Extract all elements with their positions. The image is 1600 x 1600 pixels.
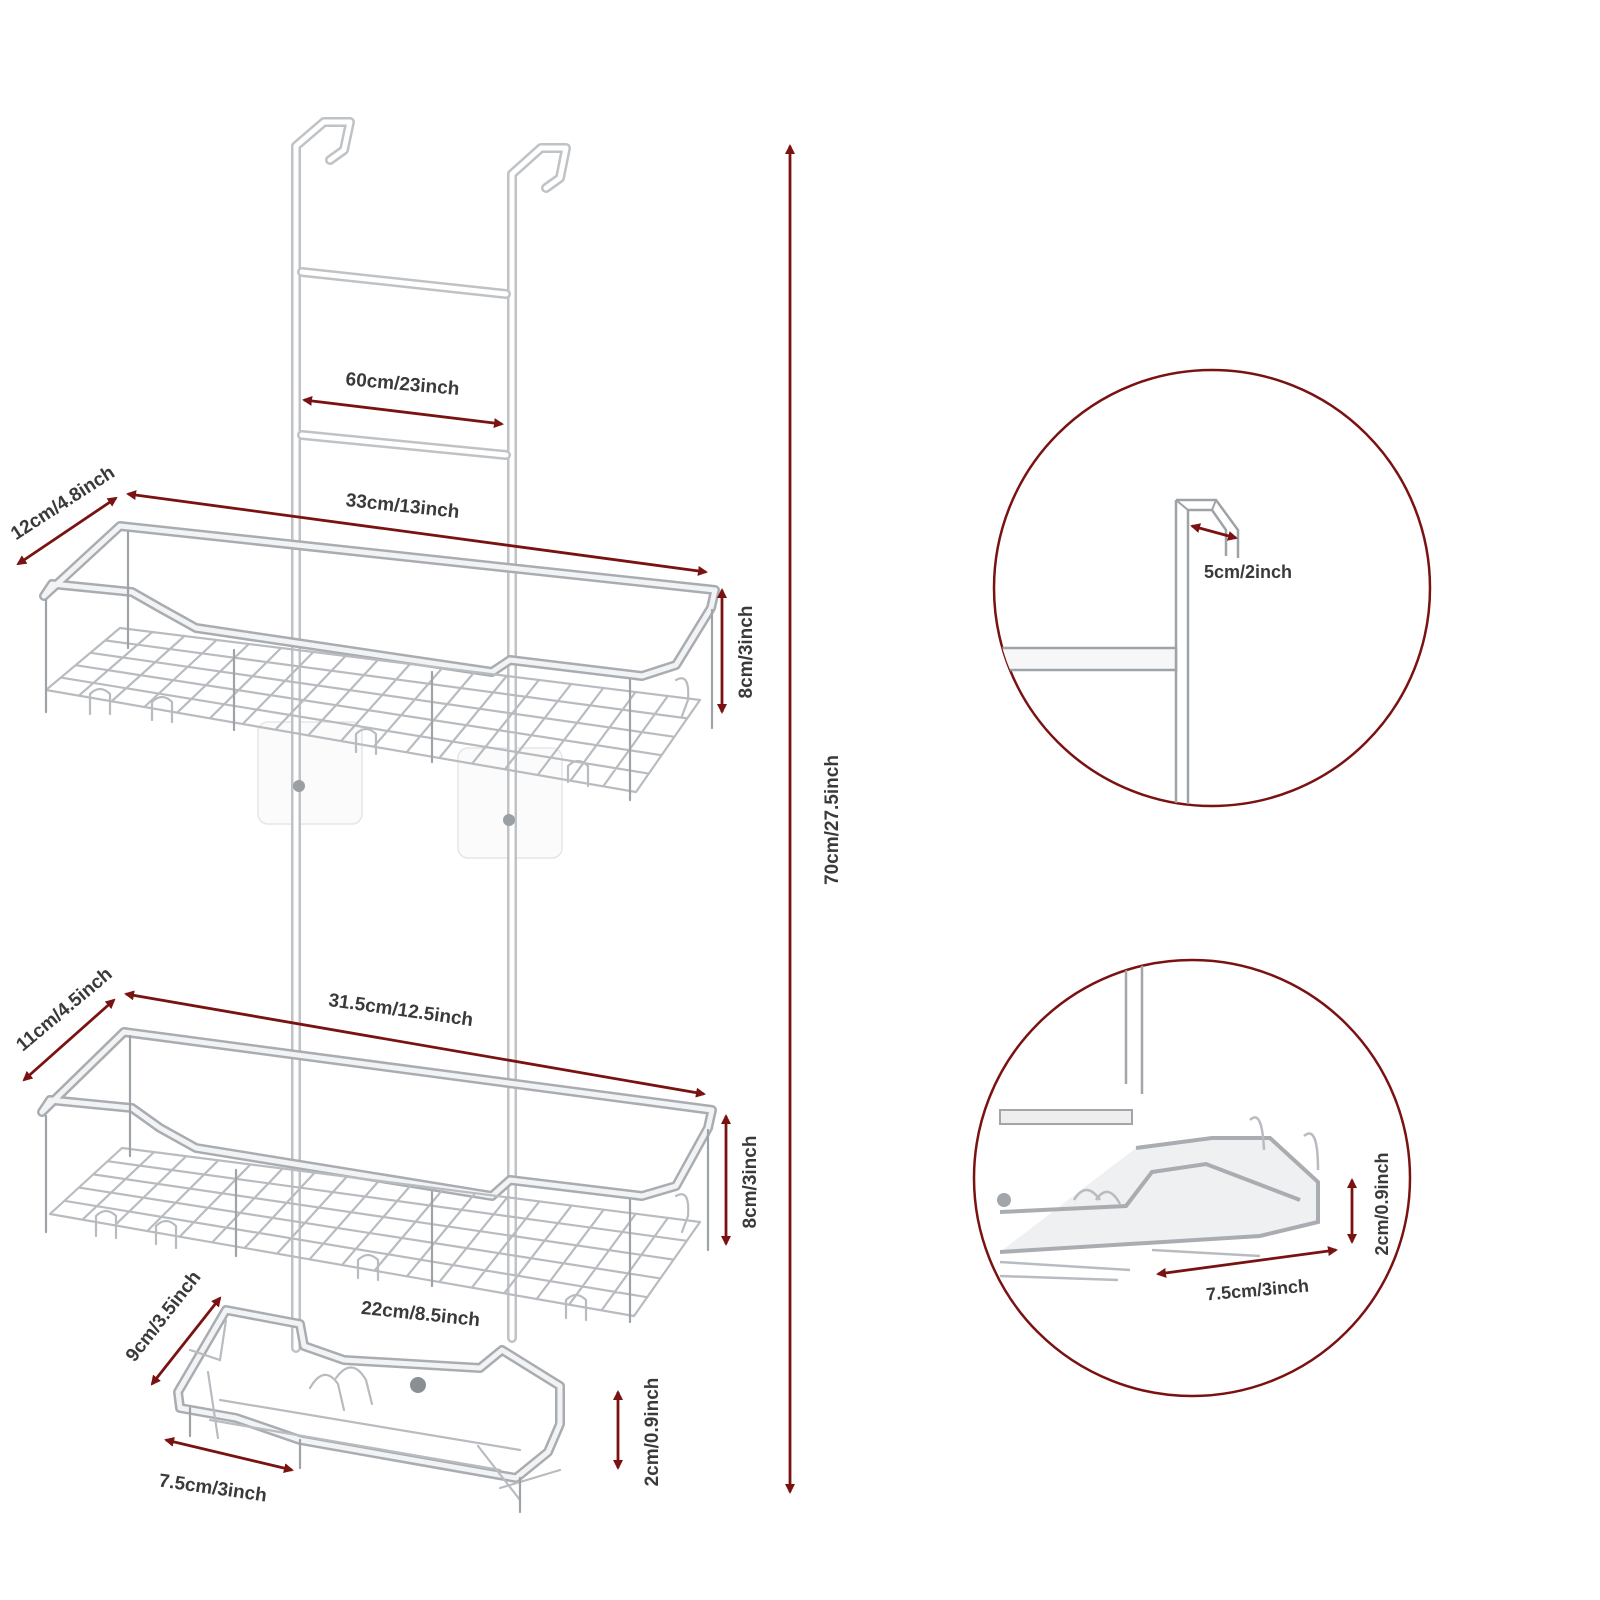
adhesive-pad-left [257, 721, 363, 825]
hook-detail-circle: 5cm/2inch [992, 368, 1432, 808]
top-basket-length-label: 33cm/13inch [345, 490, 461, 523]
top-basket-height-label: 8cm/3inch [736, 606, 757, 699]
hook-spacing-label: 60cm/23inch [345, 369, 460, 400]
hook-opening-label: 5cm/2inch [1204, 562, 1292, 582]
tray-detail-circle: 7.5cm/3inch 2cm/0.9inch [972, 958, 1412, 1398]
caddy-illustration [37, 117, 720, 1514]
middle-basket-height-label: 8cm/3inch [740, 1136, 761, 1229]
soap-tray-width-label: 7.5cm/3inch [157, 1471, 268, 1507]
top-basket [39, 521, 720, 802]
overall-height-label: 70cm/27.5inch [822, 755, 843, 885]
screw-icon [410, 1377, 426, 1393]
middle-basket-length-label: 31.5cm/12.5inch [327, 990, 474, 1031]
middle-basket [37, 1027, 717, 1324]
soap-tray-length-label: 22cm/8.5inch [360, 1298, 481, 1331]
screw-icon [293, 780, 305, 792]
screw-icon [503, 814, 515, 826]
tray-detail-height-label: 2cm/0.9inch [1372, 1152, 1392, 1255]
hanger-frame [291, 117, 571, 1393]
soap-tray-height-label: 2cm/0.9inch [642, 1378, 663, 1487]
wire-grid [44, 626, 702, 794]
main-dimensions: 70cm/27.5inch 60cm/23inch 33cm/13inch 12… [7, 144, 843, 1507]
wire-grid [48, 1146, 702, 1318]
